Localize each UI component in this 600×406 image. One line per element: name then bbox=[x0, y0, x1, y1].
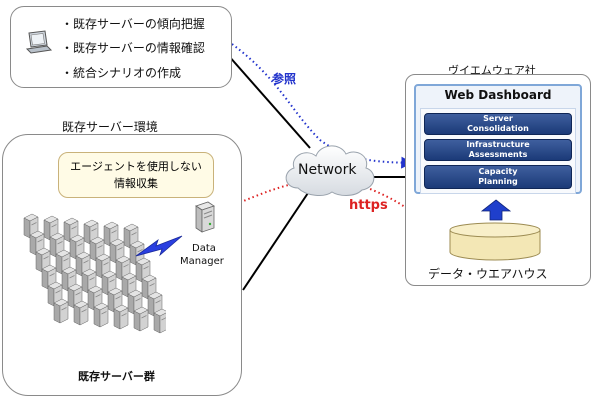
https-label: https bbox=[349, 198, 388, 213]
data-warehouse-icon bbox=[449, 222, 541, 261]
menu-item-line: Capacity bbox=[478, 167, 518, 176]
task-item-3: ・統合シナリオの作成 bbox=[61, 66, 182, 80]
vmware-title: ヴイエムウェア社 bbox=[448, 64, 536, 77]
line-env-to-network bbox=[242, 189, 311, 291]
menu-item-line: Infrastructure bbox=[466, 140, 530, 149]
reference-label: 参照 bbox=[272, 72, 297, 86]
menu-item-line: Assessments bbox=[468, 150, 528, 159]
task-item-2: ・既存サーバーの情報確認 bbox=[61, 41, 205, 55]
agentless-bubble: エージェントを使用しない 情報収集 bbox=[58, 152, 214, 198]
data-manager-server-icon bbox=[192, 200, 218, 234]
menu-item-line: Server bbox=[483, 114, 513, 123]
data-manager-label-1: Data bbox=[192, 243, 216, 254]
menu-item-line: Consolidation bbox=[467, 124, 529, 133]
bubble-line-2: 情報収集 bbox=[114, 177, 158, 190]
network-cloud-icon bbox=[280, 138, 380, 200]
network-label: Network bbox=[298, 162, 357, 178]
bubble-line-1: エージェントを使用しない bbox=[70, 160, 202, 173]
data-warehouse-label: データ・ウエアハウス bbox=[428, 267, 548, 281]
collect-arrow-icon bbox=[135, 235, 183, 257]
dashboard-title: Web Dashboard bbox=[444, 88, 552, 102]
line-tasks-to-network bbox=[227, 54, 311, 149]
upload-arrow-icon bbox=[481, 199, 511, 221]
reference-dotted-arrow bbox=[231, 43, 414, 169]
tasks-box: ・既存サーバーの傾向把握 ・既存サーバーの情報確認 ・統合シナリオの作成 bbox=[10, 6, 232, 88]
laptop-icon bbox=[23, 27, 53, 57]
server-group-label: 既存サーバー群 bbox=[78, 370, 155, 383]
left-env-title: 既存サーバー環境 bbox=[62, 120, 158, 134]
data-manager-label-2: Manager bbox=[180, 256, 224, 267]
server-cluster-icon bbox=[23, 213, 166, 334]
task-item-1: ・既存サーバーの傾向把握 bbox=[61, 17, 205, 31]
menu-item-line: Planning bbox=[478, 177, 518, 186]
